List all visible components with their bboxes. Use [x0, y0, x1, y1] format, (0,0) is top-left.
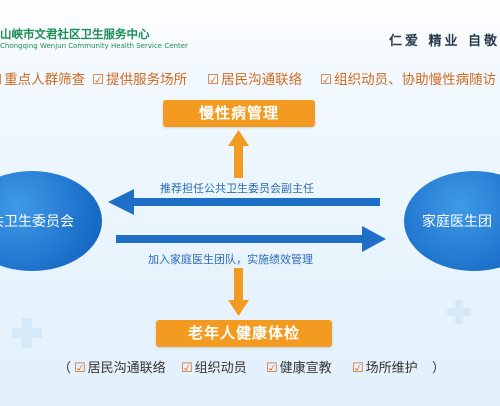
- bottom-item: ☑组织动员: [181, 361, 247, 376]
- checkbox-icon: ☑: [320, 72, 333, 88]
- bottom-task-row: （ ☑居民沟通联络 ☑组织动员 ☑健康宣教 ☑场所维护 ）: [0, 357, 500, 377]
- slogan: 仁爱 精业 自敬: [388, 34, 500, 49]
- right-arrow-head: [362, 226, 386, 252]
- bottom-item: ☑健康宣教: [266, 361, 332, 376]
- down-arrow-head: [228, 300, 249, 316]
- checkbox-icon: ☑: [266, 361, 278, 376]
- task-item: ☑居民沟通联络: [207, 72, 303, 88]
- left-arrow-shaft: [130, 198, 380, 206]
- down-arrow-shaft: [234, 268, 243, 302]
- arrow-bottom-label: 加入家庭医生团队，实施绩效管理: [148, 253, 313, 266]
- org-name-en: Chongqing Wenjun Community Health Servic…: [0, 42, 188, 50]
- checkbox-icon: ☑: [207, 72, 220, 88]
- bottom-item: ☑场所维护: [352, 361, 418, 376]
- checkbox-icon: ☑: [0, 72, 2, 88]
- task-item: ☑提供服务场所: [92, 72, 188, 88]
- checkbox-icon: ☑: [352, 361, 364, 376]
- task-row: ☑重点人群筛查 ☑提供服务场所 ☑居民沟通联络 ☑组织动员、协助慢性病随访: [0, 68, 500, 90]
- decorative-plus-icons: [12, 300, 471, 348]
- close-paren: ）: [432, 361, 446, 376]
- bottom-item: ☑居民沟通联络: [74, 361, 166, 376]
- org-name-cn: 山峡市文君社区卫生服务中心: [0, 27, 150, 41]
- right-arrow-shaft: [116, 235, 366, 243]
- task-item: ☑组织动员、协助慢性病随访: [320, 72, 497, 88]
- elderly-checkup-box: 老年人健康体检: [156, 320, 332, 347]
- checkbox-icon: ☑: [74, 361, 86, 376]
- header-bar: [0, 0, 500, 64]
- up-arrow-shaft: [234, 144, 243, 178]
- checkbox-icon: ☑: [181, 361, 193, 376]
- open-paren: （: [58, 361, 72, 376]
- up-arrow-head: [228, 130, 249, 146]
- checkbox-icon: ☑: [92, 72, 105, 88]
- left-arrow-head: [108, 189, 134, 215]
- chronic-disease-box: 慢性病管理: [163, 100, 315, 127]
- arrow-top-label: 推荐担任公共卫生委员会副主任: [160, 182, 314, 195]
- task-item: ☑重点人群筛查: [0, 68, 85, 88]
